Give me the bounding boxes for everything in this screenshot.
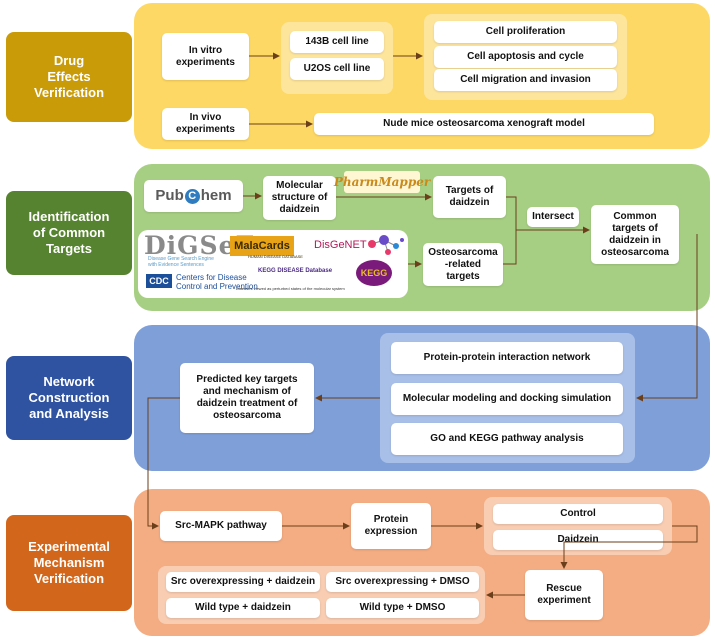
pubchem-logo-text-c: hem (200, 187, 232, 204)
disgenet-logo: DisGeNET (314, 239, 367, 251)
molecular-structure-box: Molecular structure of daidzein (263, 176, 336, 220)
pharmmapper-logo: PharmMapper (334, 171, 430, 193)
src-mapk-pathway-box: Src-MAPK pathway (160, 511, 282, 541)
targets-of-daidzein-box: Targets of daidzein (433, 176, 506, 218)
wild-type-daidzein-box: Wild type + daidzein (166, 598, 320, 618)
section-label-drug-effects: Drug Effects Verification (6, 32, 132, 122)
malacards-subtitle: HUMAN DISEASE DATABASE (248, 254, 303, 259)
src-overexpressing-dmso-box: Src overexpressing + DMSO (326, 572, 479, 592)
arrow-common-to-network (636, 234, 698, 402)
pubchem-logo-text-a: Pub (155, 187, 184, 204)
malacards-logo: MalaCards (230, 236, 294, 256)
daidzein-box: Daidzein (493, 530, 663, 550)
xenograft-model-box: Nude mice osteosarcoma xenograft model (314, 113, 654, 135)
kegg-disease-title: KEGG DISEASE Database (258, 268, 333, 274)
cell-migration-box: Cell migration and invasion (434, 69, 617, 91)
cell-apoptosis-box: Cell apoptosis and cycle (434, 46, 617, 68)
kegg-disease-subtitle: Diseases viewed as perturbed states of t… (236, 286, 345, 291)
ppi-network-box: Protein-protein interaction network (391, 342, 623, 374)
rescue-experiment-box: Rescue experiment (525, 570, 603, 620)
in-vivo-box: In vivo experiments (162, 108, 249, 140)
pubchem-logo-mark: C (184, 188, 200, 204)
osteosarcoma-targets-box: Osteosarcoma -related targets (423, 243, 503, 286)
control-box: Control (493, 504, 663, 524)
docking-simulation-box: Molecular modeling and docking simulatio… (391, 383, 623, 415)
disgenet-network-icon (368, 235, 404, 255)
cdc-logo: CDC (146, 274, 172, 288)
digsee-subtitle-2: with Evidence Sentences (148, 262, 204, 268)
cdc-name-line-2: Control and Prevention (176, 282, 258, 291)
common-targets-box: Common targets of daidzein in osteosarco… (591, 205, 679, 264)
cell-proliferation-box: Cell proliferation (434, 21, 617, 43)
wild-type-dmso-box: Wild type + DMSO (326, 598, 479, 618)
cell-line-u2os-box: U2OS cell line (290, 58, 384, 80)
protein-expression-box: Protein expression (351, 503, 431, 549)
cell-line-143b-box: 143B cell line (290, 31, 384, 53)
cdc-name-line-1: Centers for Disease (176, 273, 247, 282)
arrow-predicted-to-src-mapk (147, 397, 180, 530)
go-kegg-analysis-box: GO and KEGG pathway analysis (391, 423, 623, 455)
intersect-bracket (503, 196, 517, 265)
section-label-network: Network Construction and Analysis (6, 356, 132, 440)
digsee-subtitle-1: Disease Gene Search Engine (148, 256, 214, 262)
intersect-box: Intersect (527, 207, 579, 227)
in-vitro-box: In vitro experiments (162, 33, 249, 80)
kegg-logo: KEGG (356, 260, 392, 286)
arrow-treatment-to-rescue (560, 525, 698, 569)
section-label-experimental: Experimental Mechanism Verification (6, 515, 132, 611)
predicted-targets-box: Predicted key targets and mechanism of d… (180, 363, 314, 433)
section-label-common-targets: Identification of Common Targets (6, 191, 132, 275)
disease-databases-group: DiGSeE Disease Gene Search Engine with E… (138, 230, 408, 298)
src-overexpressing-daidzein-box: Src overexpressing + daidzein (166, 572, 320, 592)
